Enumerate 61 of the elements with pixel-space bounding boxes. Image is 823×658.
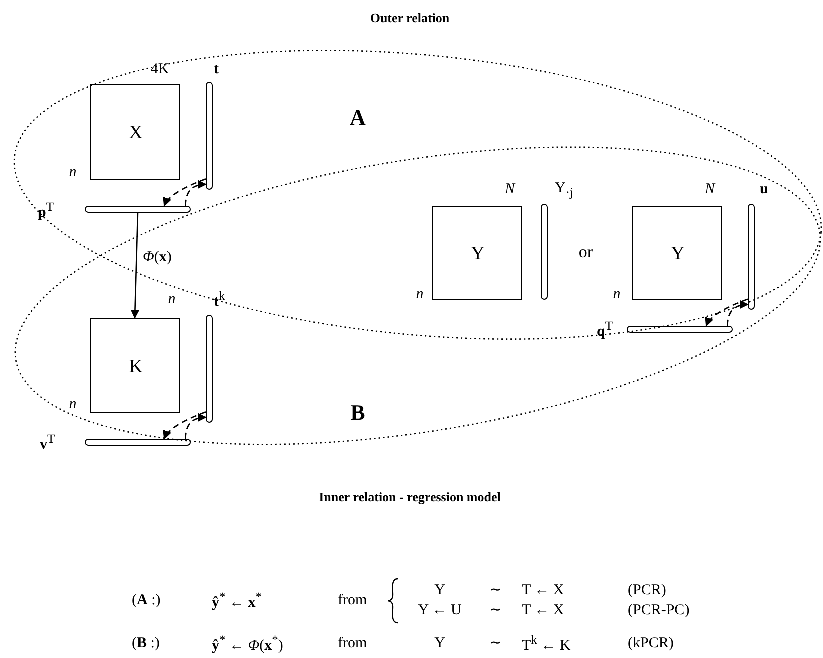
formula-cell: Y: [434, 584, 446, 598]
arrow: [130, 212, 140, 319]
matrix-letter: Y: [471, 244, 485, 264]
matrix-box: [432, 206, 522, 300]
dimension-label: N: [505, 182, 515, 198]
dimension-label: 4K: [150, 62, 170, 78]
edge-label: Φ(x): [142, 250, 173, 266]
formula-cell: (PCR): [628, 584, 666, 598]
matrix-box: [90, 84, 180, 180]
formula-cell: ∼: [490, 584, 502, 598]
matrix-letter: X: [129, 124, 143, 142]
group-letter: A: [350, 107, 366, 129]
formula-cell: Y ← U: [418, 604, 462, 618]
matrix-letter: Y: [671, 244, 685, 264]
formula-cell: ŷ$^{*}$ ← x$^{*}$: [212, 591, 262, 611]
diagram-title: Outer relation: [370, 12, 450, 24]
formula-cell: ∼: [490, 636, 502, 652]
vector-bar: [627, 326, 733, 333]
formula-cell: (PCR-PC): [628, 604, 690, 618]
vector-label: Y$_{·j}$: [555, 181, 574, 199]
dashed-arrow: [706, 298, 748, 327]
formula-cell: Y: [434, 636, 446, 652]
vector-bar: [85, 206, 191, 213]
formula-cell: (A :): [132, 594, 161, 608]
vector-label: p$^{T}$: [38, 201, 54, 221]
formula-cell: from: [338, 636, 368, 652]
formula-cell: (B :): [132, 636, 160, 652]
vector-bar: [206, 82, 213, 190]
formula-cell: T ← X: [522, 604, 564, 618]
dimension-label: n: [69, 398, 77, 412]
dimension-label: n: [416, 288, 424, 302]
vector-label: v$^{T}$: [40, 433, 56, 453]
vector-bar: [541, 204, 548, 300]
dimension-label: n: [168, 292, 176, 308]
formula-cell: (kPCR): [628, 636, 674, 652]
vector-bar: [206, 315, 213, 423]
vector-bar: [748, 204, 755, 310]
dimension-label: n: [613, 288, 621, 302]
vector-bar: [85, 439, 191, 446]
vector-label: t: [214, 62, 219, 78]
connector-word: or: [578, 244, 594, 260]
dashed-arrow: [185, 180, 207, 206]
dashed-arrow: [185, 413, 207, 440]
dimension-label: n: [69, 166, 77, 180]
vector-label: u: [760, 182, 768, 198]
vector-label: t$^{k}$: [214, 290, 226, 310]
formula-cell: T ← X: [522, 584, 564, 598]
formula-cell: ∼: [490, 604, 502, 618]
formula-cell: T$^{k}$ ← K: [522, 634, 571, 654]
vector-label: q$^{T}$: [597, 320, 613, 340]
formula-cell: from: [338, 594, 368, 608]
section-heading: Inner relation - regression model: [319, 490, 501, 504]
dashed-arrow: [164, 178, 206, 207]
matrix-box: [632, 206, 722, 300]
formula-cell: ŷ$^{*}$ ← Φ(x$^{*}$): [212, 634, 284, 654]
dashed-arrow: [164, 412, 206, 440]
matrix-letter: K: [129, 357, 143, 376]
dimension-label: N: [705, 182, 715, 198]
dashed-arrow: [727, 300, 749, 326]
matrix-box: [90, 318, 180, 413]
group-letter: B: [350, 402, 366, 424]
